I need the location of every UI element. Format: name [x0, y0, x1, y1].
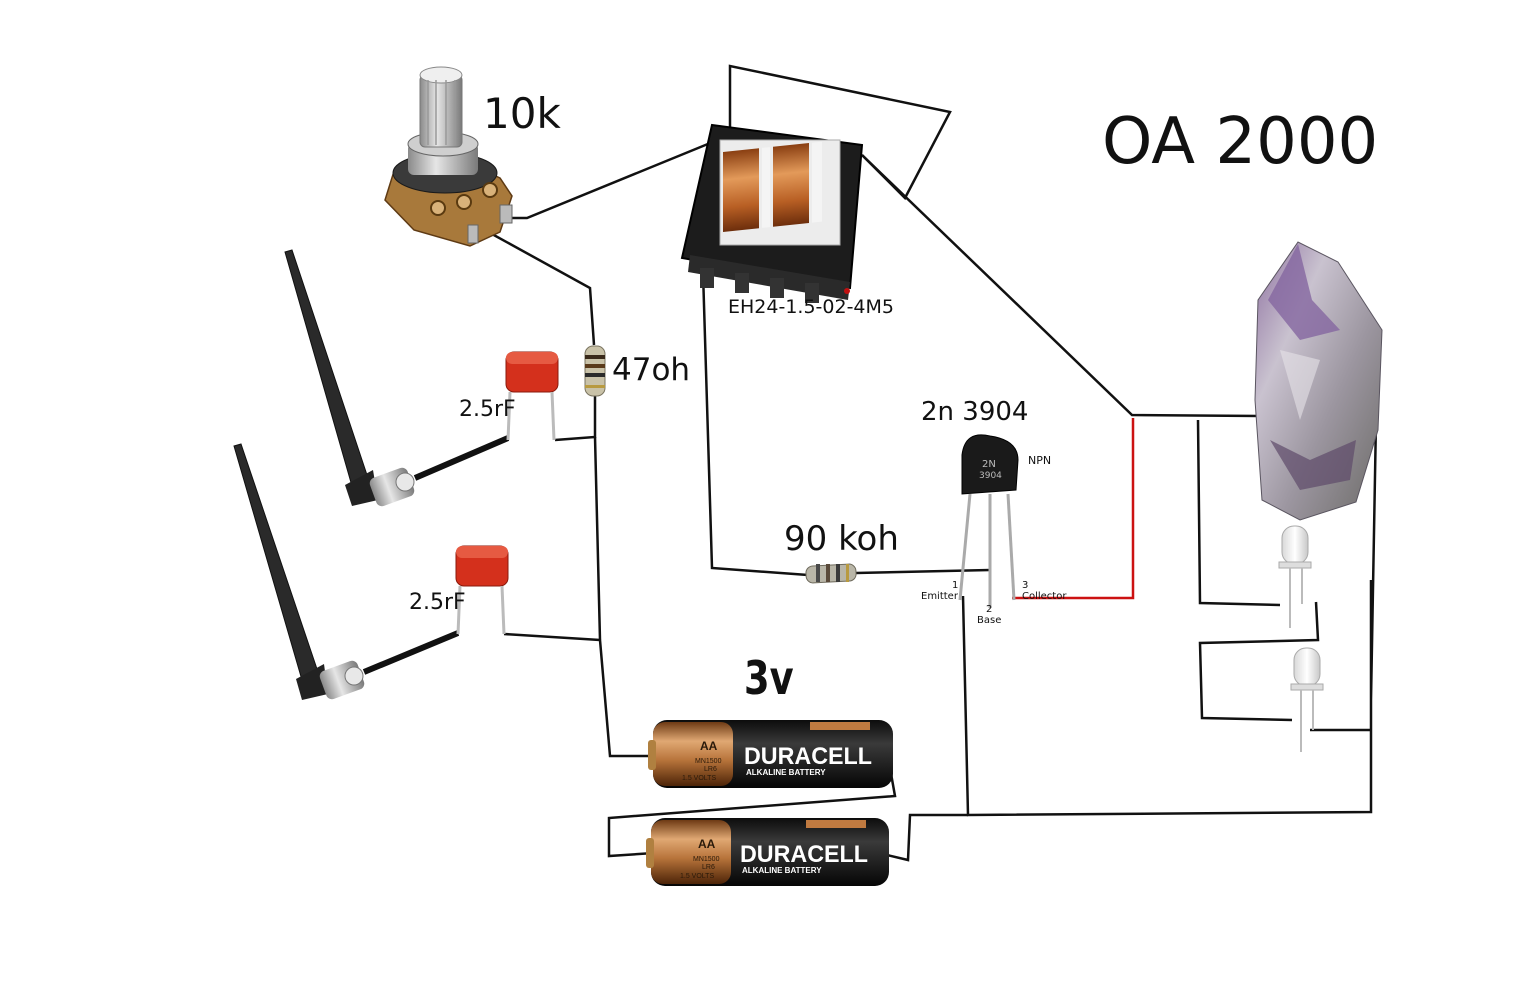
wire-emitter-ground [961, 595, 1373, 817]
svg-text:DURACELL: DURACELL [744, 743, 872, 770]
svg-text:LR6: LR6 [704, 766, 717, 773]
resistor-47-label: 47oh [612, 352, 691, 388]
crystal-icon [1254, 241, 1383, 521]
wire-r90-base [855, 568, 991, 575]
resistor-icon-90 [805, 563, 857, 584]
wire-cap2-trunk [503, 632, 601, 642]
diagram-title: OA 2000 [1102, 105, 1379, 179]
collector-label: Collector [1022, 591, 1067, 602]
pin2-number: 2 [986, 604, 993, 615]
wire-battery-series [607, 767, 897, 858]
svg-text:AA: AA [700, 739, 718, 753]
transistor-marking-2: 3904 [979, 471, 1002, 481]
wire-transformer-r90 [701, 271, 809, 577]
transistor-icon [958, 434, 1019, 608]
wires [471, 64, 1378, 862]
potentiometer-label: 10k [483, 89, 561, 138]
wire-pot-resistor [471, 232, 596, 346]
svg-text:MN1500: MN1500 [693, 856, 720, 863]
svg-text:ALKALINE BATTERY: ALKALINE BATTERY [742, 866, 822, 875]
svg-text:MN1500: MN1500 [695, 758, 722, 765]
potentiometer-icon [384, 66, 513, 247]
wire-pot-transformer [507, 135, 726, 220]
wire-resistor-cap [554, 395, 597, 442]
collector-wire [1012, 418, 1135, 600]
emitter-label: Emitter [921, 591, 958, 602]
transistor-label: 2n 3904 [921, 397, 1029, 427]
wire-trunk [593, 436, 654, 758]
antenna-icon-2 [233, 443, 460, 700]
capacitor-1-label: 2.5rF [459, 397, 516, 422]
svg-text:1.5 VOLTS: 1.5 VOLTS [682, 775, 716, 782]
capacitor-2-label: 2.5rF [409, 590, 466, 615]
transformer-icon [680, 123, 864, 303]
led-icon-1 [1278, 525, 1312, 628]
battery-icon-1: AA MN1500 LR6 1.5 VOLTS DURACELL ALKALIN… [648, 720, 893, 788]
svg-text:DURACELL: DURACELL [740, 841, 868, 868]
wire-transformer-crystal [861, 154, 1261, 418]
wire-led-net [1196, 419, 1378, 732]
capacitor-icon-1 [505, 351, 559, 441]
svg-text:1.5 VOLTS: 1.5 VOLTS [680, 873, 714, 880]
resistor-90-label: 90 koh [784, 519, 899, 559]
led-icon-2 [1290, 647, 1324, 752]
pin3-number: 3 [1022, 580, 1029, 591]
battery-voltage-label: 3v [744, 651, 794, 705]
svg-text:LR6: LR6 [702, 864, 715, 871]
capacitor-icon-2 [455, 545, 509, 635]
battery-icon-2: AA MN1500 LR6 1.5 VOLTS DURACELL ALKALIN… [646, 818, 889, 886]
antenna-icon-1 [284, 249, 510, 507]
resistor-icon-47 [584, 345, 606, 397]
wire-battery-ground [886, 813, 968, 862]
transistor-marking-1: 2N [982, 459, 996, 470]
base-label: Base [977, 615, 1002, 626]
transformer-label: EH24-1.5-02-4M5 [728, 296, 894, 318]
svg-text:ALKALINE BATTERY: ALKALINE BATTERY [746, 768, 826, 777]
svg-text:AA: AA [698, 837, 716, 851]
transistor-type-label: NPN [1028, 454, 1052, 467]
pin1-number: 1 [952, 580, 959, 591]
